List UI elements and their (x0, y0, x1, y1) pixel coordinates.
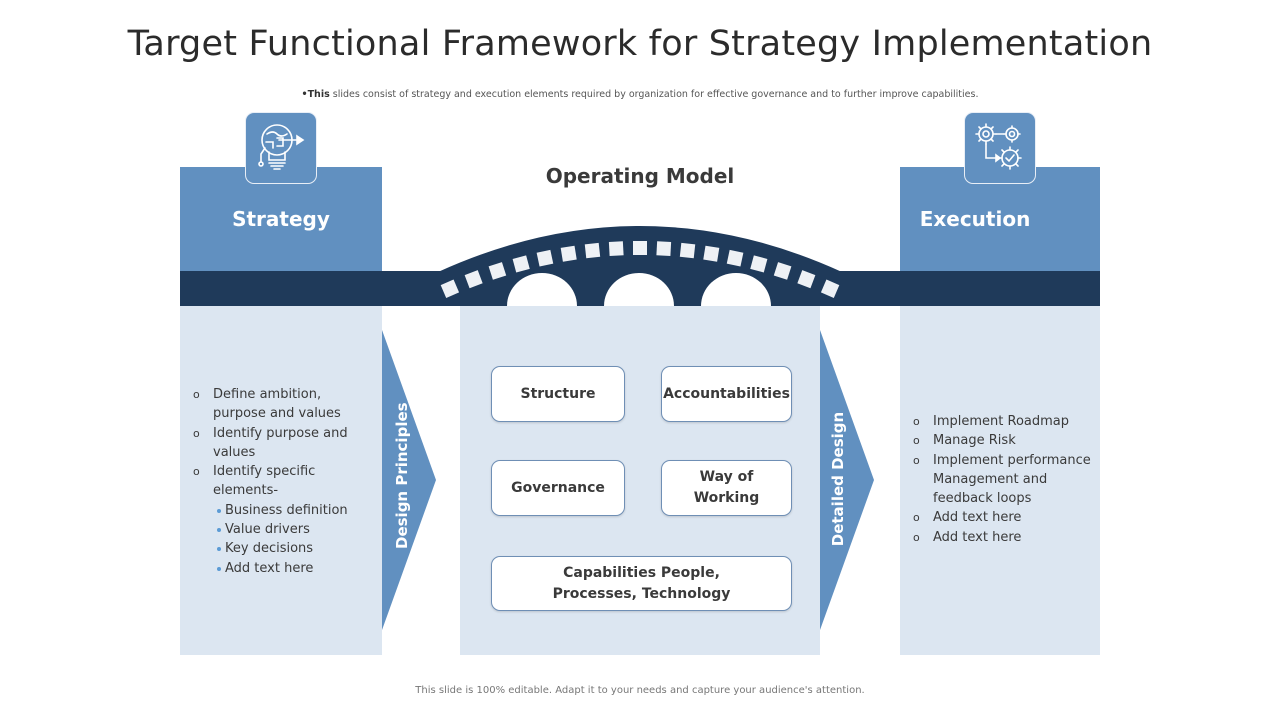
bridge-railing-window (440, 279, 460, 298)
strategy-header: Strategy (180, 167, 382, 271)
bridge-railing-window (536, 249, 554, 267)
bridge-arch-opening-2 (604, 273, 674, 306)
bullet-dot-icon (217, 508, 221, 513)
execution-icon-box (964, 112, 1036, 184)
strategy-subitem: Value drivers (217, 520, 378, 539)
strategy-subitem: Add text here (217, 559, 378, 578)
bullet-circle-icon: o (193, 465, 200, 479)
bridge-railing-window (608, 241, 624, 257)
design-principles-label: Design Principles (393, 402, 411, 549)
card-governance: Governance (491, 460, 625, 516)
bullet-dot-icon (217, 528, 221, 533)
bridge-railing-window (656, 241, 672, 257)
subtitle-text: slides consist of strategy and execution… (329, 89, 979, 100)
bridge-railing-window (633, 241, 647, 255)
bridge-arch-opening-3 (701, 273, 771, 306)
gears-workflow-icon (975, 123, 1022, 170)
card-capabilities: Capabilities People, Processes, Technolo… (491, 556, 792, 611)
strategy-icon-box (245, 112, 317, 184)
slide-title: Target Functional Framework for Strategy… (127, 24, 1153, 64)
bullet-circle-icon: o (913, 434, 920, 448)
bridge-railing-window (679, 242, 696, 259)
bullet-dot-icon (217, 547, 221, 552)
bullet-circle-icon: o (913, 530, 920, 544)
bridge-railing-window (464, 270, 483, 289)
bridge-railing-window (512, 255, 530, 273)
bridge-railing-window (750, 255, 768, 273)
subtitle-lead: •This (301, 89, 330, 100)
card-accountabilities: Accountabilities (661, 366, 792, 422)
bridge-arch-opening-1 (507, 273, 577, 306)
execution-label: Execution (919, 207, 1031, 231)
bridge-railing-window (726, 249, 744, 267)
strategy-sublist: Business definition Value drivers Key de… (193, 501, 378, 578)
detailed-design-label: Detailed Design (829, 411, 847, 547)
card-structure: Structure (491, 366, 625, 422)
arrow-shape (382, 330, 436, 630)
strategy-label: Strategy (232, 207, 330, 231)
bridge-railing-window (820, 279, 840, 298)
bridge-railing-window (488, 262, 507, 280)
bridge-railing-window (797, 270, 816, 289)
bridge-railing (440, 241, 840, 298)
bridge-railing-window (703, 245, 720, 262)
bullet-circle-icon: o (193, 426, 200, 440)
slide-subtitle: •This slides consist of strategy and exe… (0, 89, 1280, 100)
bullet-circle-icon: o (913, 453, 920, 467)
bridge-railing-window (773, 262, 792, 280)
bridge-railing-window (584, 242, 601, 259)
bullet-circle-icon: o (913, 415, 920, 428)
design-principles-arrow: Design Principles (382, 330, 442, 630)
bullet-circle-icon: o (193, 388, 200, 401)
bullet-circle-icon: o (913, 511, 920, 525)
strategy-subitem: Business definition (217, 501, 378, 520)
execution-header: Execution (900, 167, 1100, 271)
operating-model-title: Operating Model (545, 164, 735, 188)
strategy-subitem: Key decisions (217, 539, 378, 558)
detailed-design-arrow: Detailed Design (820, 330, 880, 630)
card-way-of-working: Way of Working (661, 460, 792, 516)
bridge-railing-window (560, 245, 577, 262)
lightbulb-brain-icon (258, 124, 305, 170)
bullet-dot-icon (217, 566, 221, 571)
arrow-shape (820, 330, 874, 630)
slide-footer: This slide is 100% editable. Adapt it to… (415, 685, 865, 696)
execution-panel (900, 306, 1100, 655)
bridge-graphic (180, 226, 1100, 306)
strategy-panel (180, 306, 382, 655)
